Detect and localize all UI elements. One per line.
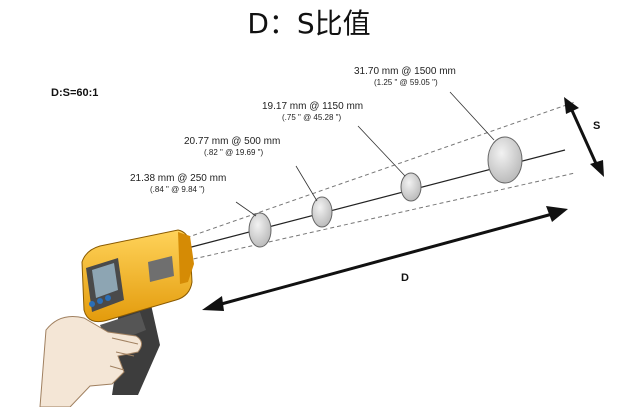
spot-1150mm <box>400 172 422 202</box>
diagram-title: D：S比值 <box>247 7 371 40</box>
spot-size-label: S <box>593 120 601 132</box>
leader-250 <box>235 201 257 217</box>
spot-arrow-shaft <box>568 105 600 169</box>
ratio-label: D:S=60:1 <box>51 87 99 99</box>
spot-arrow-head-bottom <box>590 160 604 177</box>
spot-label-1150-mm: 19.17 mm @ 1150 mm <box>262 101 364 112</box>
spot-label-250-mm: 21.38 mm @ 250 mm <box>130 173 227 184</box>
spot-label-1150-inch: (.75 " @ 45.28 ") <box>282 113 342 122</box>
spot-1500mm <box>487 136 523 184</box>
distance-arrow-head-right <box>546 206 568 222</box>
spot-arrow-head-top <box>564 97 579 114</box>
spot-label-500: 20.77 mm @ 500 mm (.82 " @ 19.69 ") <box>184 136 280 158</box>
spot-500mm <box>311 196 333 228</box>
spot-label-500-inch: (.82 " @ 19.69 ") <box>204 148 264 157</box>
spot-label-1500: 31.70 mm @ 1500 mm (1.25 " @ 59.05 ") <box>354 66 456 88</box>
distance-arrow-head-left <box>202 296 224 311</box>
spot-label-1150: 19.17 mm @ 1150 mm (.75 " @ 45.28 ") <box>262 101 363 123</box>
distance-arrow-shaft <box>213 211 557 308</box>
distance-label: D <box>401 272 409 284</box>
spot-label-250: 21.38 mm @ 250 mm (.84 " @ 9.84 ") <box>130 173 226 195</box>
hand <box>39 316 142 407</box>
spot-label-500-mm: 20.77 mm @ 500 mm <box>184 136 281 147</box>
leader-1150 <box>357 125 406 177</box>
spot-250mm <box>248 212 272 248</box>
leader-1500 <box>449 91 495 141</box>
spot-label-1500-mm: 31.70 mm @ 1500 mm <box>354 66 456 77</box>
leader-500 <box>295 165 318 202</box>
spot-label-250-inch: (.84 " @ 9.84 ") <box>150 185 205 194</box>
beam-lower-edge <box>179 172 576 263</box>
spot-label-1500-inch: (1.25 " @ 59.05 ") <box>374 78 438 87</box>
